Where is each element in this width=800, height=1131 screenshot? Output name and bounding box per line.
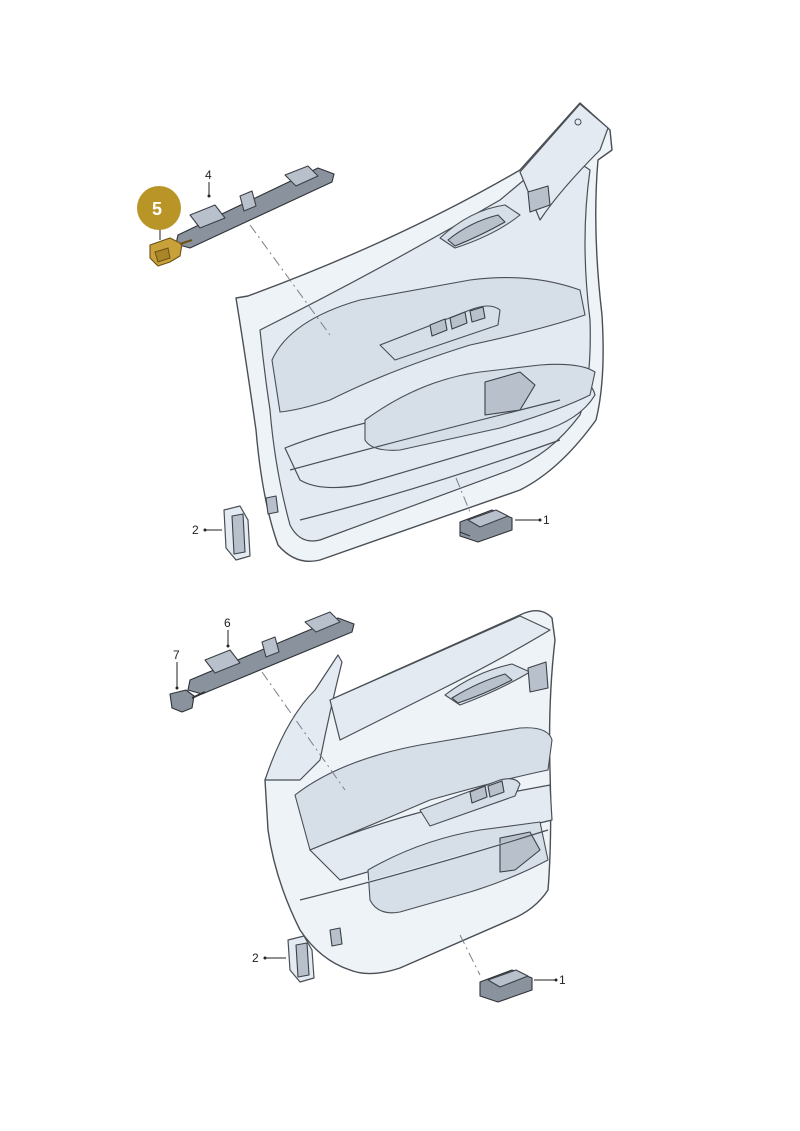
- lower-part-1: [479, 969, 558, 1003]
- lower-part-2: [263, 935, 315, 983]
- callout-1-upper: 1: [543, 513, 550, 527]
- callout-7: 7: [173, 648, 180, 662]
- callout-5: 5: [152, 199, 162, 219]
- callout-6: 6: [224, 616, 231, 630]
- upper-part-2: [203, 505, 251, 561]
- upper-guide-line: [249, 224, 331, 336]
- highlighted-part-5: [149, 222, 193, 267]
- callout-2-upper: 2: [192, 523, 199, 537]
- callout-4: 4: [205, 168, 212, 182]
- upper-light-strip-part-4: [175, 165, 335, 249]
- upper-guide-line-2: [455, 477, 471, 513]
- callout-2-lower: 2: [252, 951, 259, 965]
- lower-door-panel: [264, 610, 556, 975]
- lower-part-7: [169, 662, 206, 713]
- lower-callouts: 6 7 2 1: [173, 616, 566, 987]
- callout-5-badge: [137, 186, 181, 230]
- lower-guide-line-2: [459, 934, 481, 976]
- lower-guide-line: [261, 671, 346, 791]
- upper-callouts: 4 2 1 5: [137, 168, 550, 537]
- callout-1-lower: 1: [559, 973, 566, 987]
- upper-door-panel: [235, 102, 613, 563]
- lower-light-strip-part-6: [187, 611, 355, 695]
- upper-part-1: [459, 509, 542, 543]
